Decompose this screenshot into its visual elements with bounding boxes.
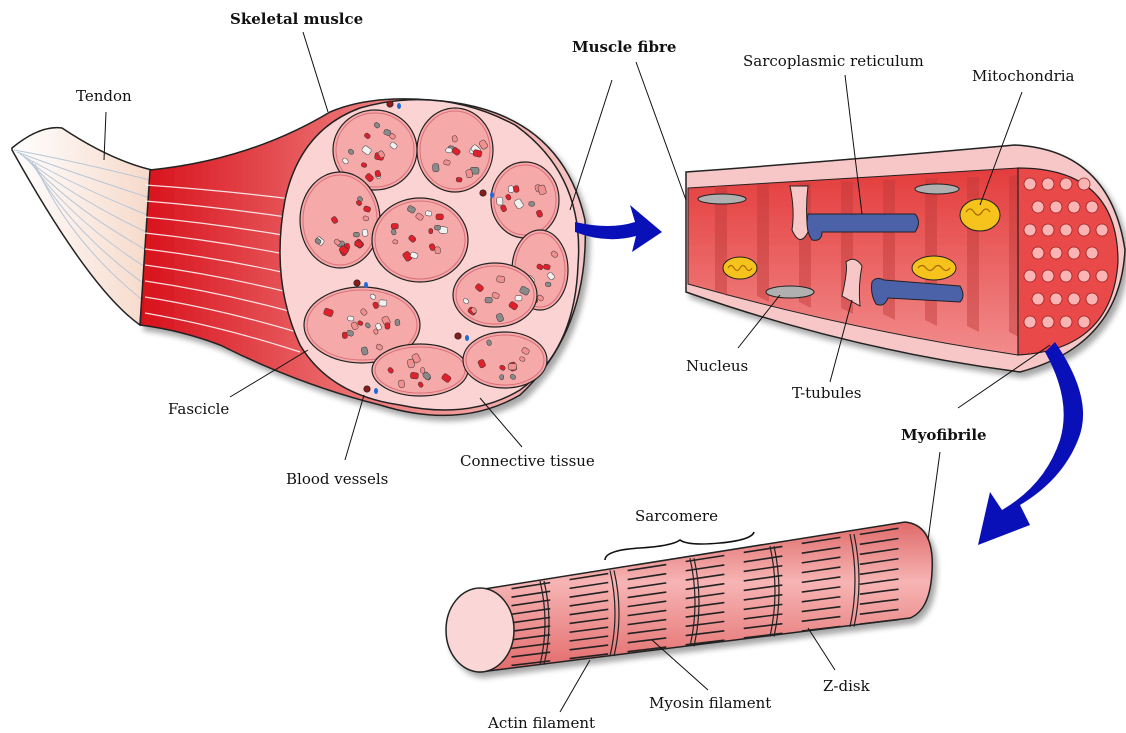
blood-vessel-2 (480, 190, 486, 196)
tendon (12, 128, 152, 325)
label-z-disk: Z-disk (823, 677, 870, 695)
muscle-fibre (686, 145, 1125, 372)
blood-vessel-3 (354, 280, 360, 286)
label-myosin-filament: Myosin filament (649, 694, 771, 712)
blood-vessel-blue-3 (364, 282, 368, 288)
blood-vessel-blue-2 (490, 192, 494, 198)
myofibril (446, 522, 932, 672)
label-sarcomere: Sarcomere (635, 507, 718, 525)
label-connective-tissue: Connective tissue (460, 452, 595, 470)
muscle-cross-section (280, 100, 579, 410)
blood-vessel-blue-1 (397, 103, 401, 109)
blood-vessel-blue-4 (465, 335, 469, 341)
label-sarcoplasmic-reticulum: Sarcoplasmic reticulum (743, 52, 924, 70)
label-fascicle: Fascicle (168, 400, 229, 418)
blood-vessel-1 (387, 101, 393, 107)
fascicle-10 (463, 332, 547, 388)
label-myofibrile: Myofibrile (901, 426, 987, 444)
fascicle-2 (417, 108, 493, 192)
fascicle-7 (453, 263, 537, 327)
label-tendon: Tendon (76, 87, 132, 105)
fascicle-3 (491, 162, 559, 238)
label-blood-vessels: Blood vessels (286, 470, 388, 488)
arrow-to-myofibril (978, 342, 1083, 545)
blood-vessel-4 (455, 333, 461, 339)
label-nucleus: Nucleus (686, 357, 748, 375)
label-t-tubules: T-tubules (792, 384, 861, 402)
fascicle-9 (372, 344, 468, 396)
arrow-to-fibre (575, 205, 662, 252)
label-mitochondria: Mitochondria (972, 67, 1074, 85)
label-muscle-fibre: Muscle fibre (572, 38, 676, 56)
fascicle-5 (372, 198, 468, 282)
label-skeletal-muscle: Skeletal muslce (230, 10, 363, 28)
label-actin-filament: Actin filament (488, 714, 595, 732)
fascicle-4 (300, 172, 380, 268)
blood-vessel-blue-5 (374, 388, 378, 394)
blood-vessel-5 (364, 386, 370, 392)
